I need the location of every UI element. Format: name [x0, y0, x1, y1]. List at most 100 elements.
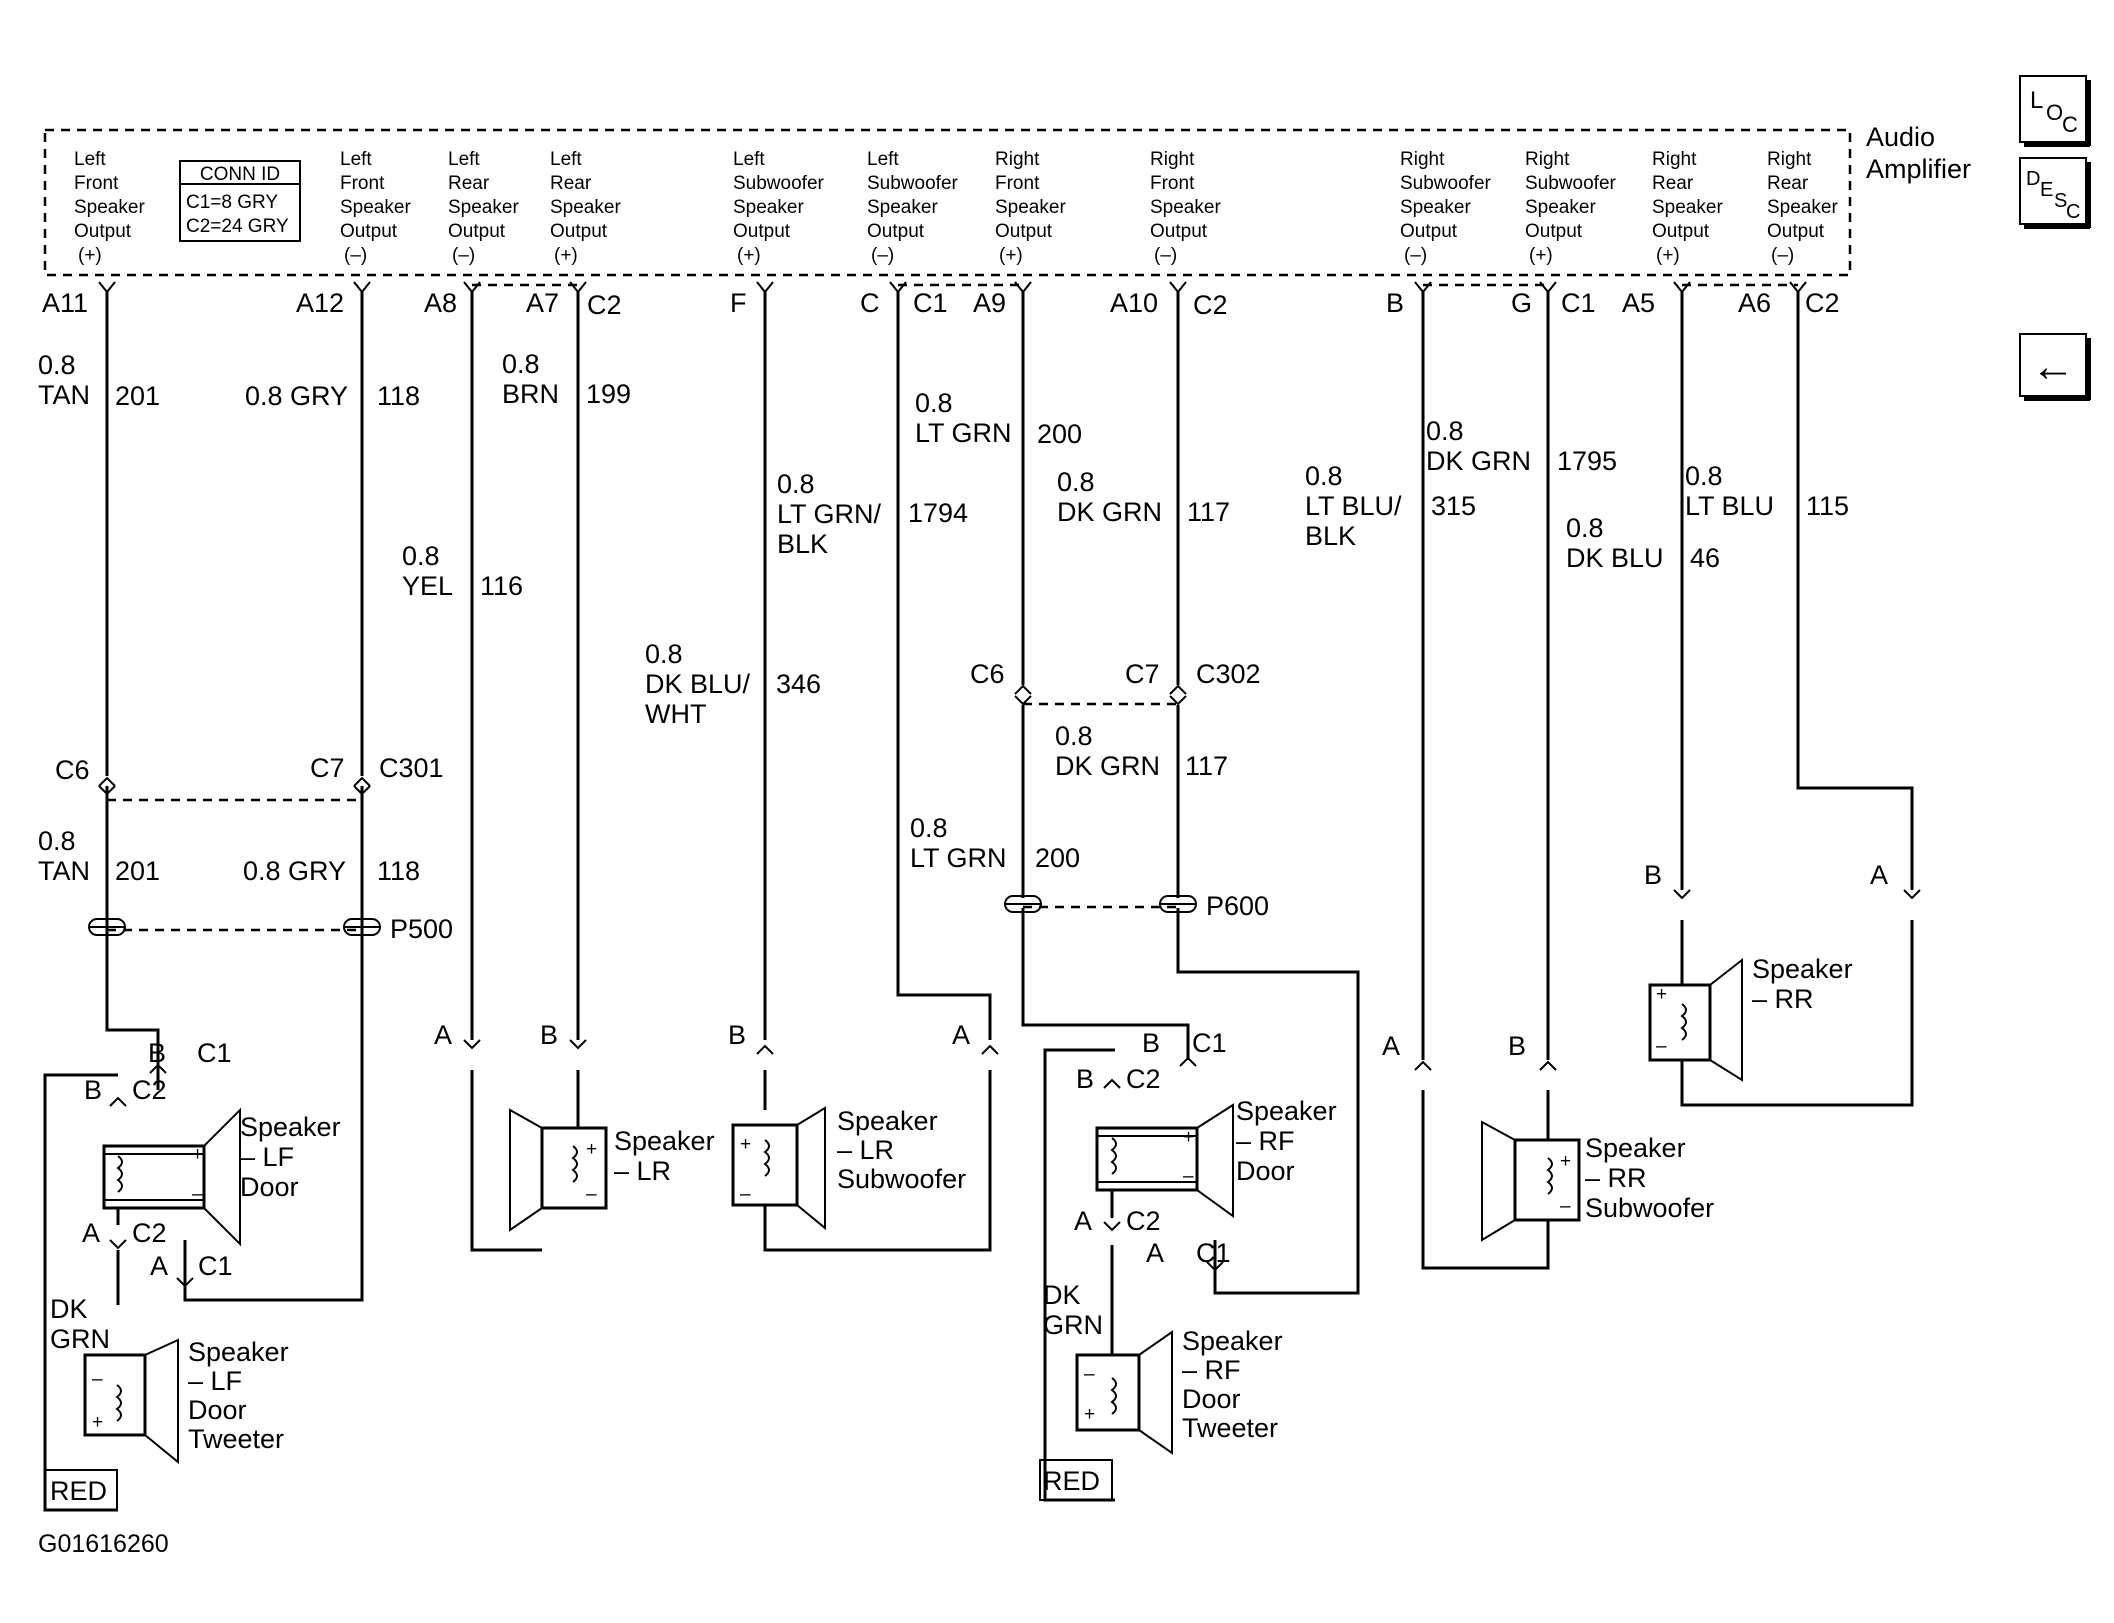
svg-text:A: A: [434, 1020, 452, 1050]
wire-size-201: 0.8: [38, 350, 76, 380]
svg-text:C1: C1: [197, 1038, 232, 1068]
output-label-7: Speaker: [1150, 197, 1221, 218]
output-label-9: Speaker: [1525, 197, 1596, 218]
svg-text:B: B: [148, 1038, 166, 1068]
c301-pin-b: C7: [310, 753, 345, 783]
c301-name: C301: [379, 753, 444, 783]
output-label-5: Left: [867, 149, 899, 170]
output-label-8: Right: [1400, 149, 1445, 170]
chevron: [1014, 695, 1032, 706]
svg-text:–: –: [1656, 1036, 1667, 1057]
conn-id-box: CONN ID C1=8 GRY C2=24 GRY: [179, 160, 301, 242]
output-label-0: Output: [74, 221, 132, 242]
output-label-6: Front: [995, 173, 1040, 194]
svg-text:GRN: GRN: [50, 1324, 110, 1354]
output-label-7: Right: [1150, 149, 1195, 170]
output-label-6: Speaker: [995, 197, 1066, 218]
svg-text:DK: DK: [1043, 1280, 1081, 1310]
speaker-rr-subwoofer: + – Speaker – RR Subwoofer: [1481, 1120, 1714, 1242]
wire-size-1794: 0.8: [777, 469, 815, 499]
svg-text:+: +: [586, 1139, 597, 1160]
pin-g: G: [1511, 288, 1532, 318]
svg-text:B: B: [1644, 860, 1662, 890]
rr-sub-label-3: Subwoofer: [1585, 1193, 1714, 1223]
chevron: [569, 1039, 587, 1050]
output-label-3: Rear: [550, 173, 592, 194]
svg-text:+: +: [1656, 984, 1667, 1005]
pin-a9: A9: [973, 288, 1006, 318]
svg-text:E: E: [2040, 179, 2053, 201]
output-label-4: Output: [733, 221, 791, 242]
output-label-10: Output: [1652, 221, 1710, 242]
chevron: [1169, 684, 1187, 695]
output-label-9: Right: [1525, 149, 1570, 170]
chevron: [353, 776, 371, 787]
rf-tweeter-label-3: Door: [1182, 1384, 1241, 1414]
wire-circuit-117: 117: [1187, 497, 1230, 527]
svg-text:A: A: [1382, 1031, 1400, 1061]
svg-text:–: –: [740, 1184, 751, 1205]
output-label-2: (–): [452, 245, 475, 266]
chevron: [463, 1039, 481, 1050]
wire-size-116: 0.8: [402, 541, 440, 571]
rf-tweeter-label-1: Speaker: [1182, 1326, 1283, 1356]
speaker-lf-tweeter: – + Speaker – LF Door Tweeter: [83, 1337, 289, 1465]
chevron: [1539, 1060, 1557, 1071]
lower-wire-size-117: 0.8: [1055, 721, 1093, 751]
output-label-1: Front: [340, 173, 385, 194]
rr-label-1: Speaker: [1752, 954, 1853, 984]
back-button[interactable]: ←: [2019, 333, 2091, 401]
back-arrow-icon: ←: [2031, 342, 2075, 391]
lr-sub-label-3: Subwoofer: [837, 1164, 966, 1194]
rr-sub-label-1: Speaker: [1585, 1133, 1686, 1163]
output-label-5: Output: [867, 221, 925, 242]
pin-c: C: [860, 288, 880, 318]
wire-color2-315: BLK: [1305, 521, 1356, 551]
pin-b: B: [1386, 288, 1404, 318]
lower-wire-circuit-117: 117: [1185, 751, 1228, 781]
wire-color-199: BRN: [502, 379, 559, 409]
lf-tweeter-label-1: Speaker: [188, 1337, 289, 1367]
wire-size-115: 0.8: [1685, 461, 1723, 491]
output-label-7: Front: [1150, 173, 1195, 194]
lower-wire-circuit-201: 201: [115, 856, 160, 886]
wiring: [43, 283, 1914, 1512]
svg-text:–: –: [1560, 1196, 1571, 1217]
wire-circuit-201: 201: [115, 381, 160, 411]
pin-a11: A11: [42, 288, 88, 318]
output-label-6: (+): [999, 245, 1023, 266]
chevron: [1103, 1078, 1121, 1089]
svg-text:DK: DK: [50, 1294, 88, 1324]
wire-circuit-346: 346: [776, 669, 821, 699]
lower-wire-size-200: 0.8: [910, 813, 948, 843]
chevron: [981, 1044, 999, 1055]
loc-button[interactable]: L O C: [2019, 75, 2091, 147]
svg-text:RED: RED: [1043, 1466, 1100, 1496]
output-label-1: Speaker: [340, 197, 411, 218]
lower-wire-color-201: TAN: [38, 856, 90, 886]
svg-text:–: –: [92, 1369, 103, 1390]
wire-size-199: 0.8: [502, 349, 540, 379]
output-label-11: Speaker: [1767, 197, 1838, 218]
speaker-lf-door: + – Speaker – LF Door: [102, 1107, 341, 1247]
desc-button[interactable]: D E S C: [2019, 157, 2091, 229]
chevron: [176, 1277, 194, 1288]
wire-color-1795: DK GRN: [1426, 446, 1531, 476]
wire-circuit-1795: 1795: [1557, 446, 1617, 476]
output-label-4: Subwoofer: [733, 173, 825, 194]
chevron: [109, 1239, 127, 1250]
wire-circuit-1794: 1794: [908, 498, 968, 528]
output-label-10: Right: [1652, 149, 1697, 170]
lr-label-1: Speaker: [614, 1126, 715, 1156]
top-connector-labels: C2 C1 C2 C1 C2: [587, 288, 1840, 320]
connector-c2-right-front: C2: [1193, 290, 1228, 320]
output-label-4: (+): [737, 245, 761, 266]
chevron: [1903, 889, 1921, 900]
wire-color-115: LT BLU: [1685, 491, 1774, 521]
chevron: [109, 1096, 127, 1107]
output-label-9: (+): [1529, 245, 1553, 266]
audio-amplifier: Audio Amplifier: [43, 122, 1971, 277]
output-label-11: (–): [1771, 245, 1794, 266]
rf-door-label-1: Speaker: [1236, 1096, 1337, 1126]
